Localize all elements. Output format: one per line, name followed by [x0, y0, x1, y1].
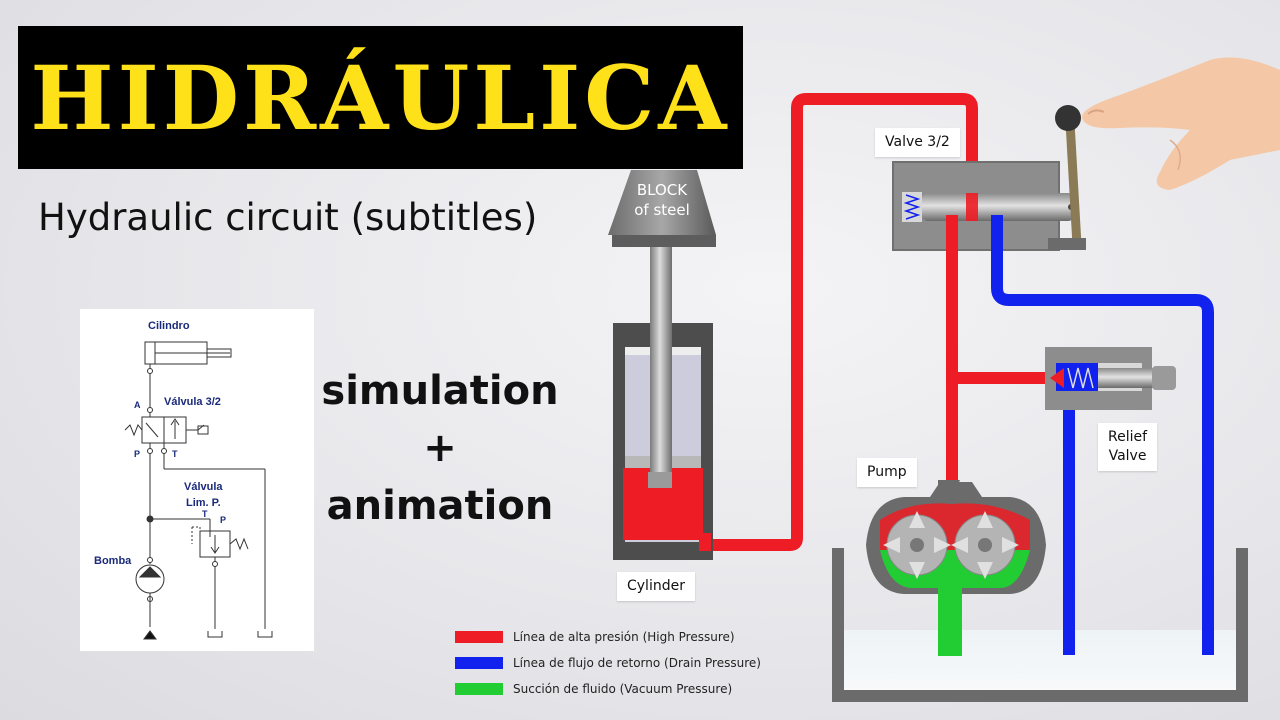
schematic-cylinder-label: Cilindro: [148, 320, 190, 332]
title-banner: HIDRÁULICA: [18, 26, 743, 169]
cylinder-callout: Cylinder: [617, 572, 695, 601]
description-line-3: animation: [326, 483, 554, 529]
relief-callout-line-2: Valve: [1108, 447, 1147, 464]
drain-line-valve: [991, 215, 1214, 655]
high-pressure-line: [690, 93, 978, 551]
block-label-line-1: BLOCK: [636, 181, 688, 199]
legend-label-vacuum: Succión de fluido (Vacuum Pressure): [513, 682, 733, 696]
schematic-valve-label: Válvula 3/2: [164, 396, 221, 408]
legend-label-drain: Línea de flujo de retorno (Drain Pressur…: [513, 656, 761, 670]
schematic-pump-label: Bomba: [94, 555, 132, 567]
schematic-drawing: [124, 341, 273, 640]
block-label: BLOCK of steel: [608, 180, 716, 221]
legend: Línea de alta presión (High Pressure) Lí…: [455, 624, 761, 702]
relief-valve: [1045, 347, 1176, 410]
hand-illustration: [1081, 57, 1280, 191]
schematic-relief-label-1: Válvula: [184, 481, 223, 493]
description-line-2: +: [423, 425, 457, 471]
valve-3-2: [892, 105, 1086, 251]
pump-callout: Pump: [857, 458, 917, 487]
relief-valve-callout: Relief Valve: [1098, 423, 1158, 471]
legend-swatch-high-pressure: [455, 631, 503, 643]
schematic-port-a: A: [134, 400, 141, 410]
tank: [832, 548, 1248, 702]
schematic-relief-label-2: Lim. P.: [186, 497, 221, 509]
legend-swatch-drain: [455, 657, 503, 669]
schematic-port-t: T: [172, 449, 178, 459]
legend-item-drain: Línea de flujo de retorno (Drain Pressur…: [455, 650, 761, 676]
block-label-line-2: of steel: [634, 201, 690, 220]
schematic-relief-port-t: T: [202, 509, 208, 519]
legend-item-high-pressure: Línea de alta presión (High Pressure): [455, 624, 761, 650]
main-title: HIDRÁULICA: [30, 45, 731, 150]
hydraulic-schematic: Cilindro Válvula 3/2 A P T Válvula Lim. …: [80, 309, 314, 651]
schematic-relief-port-p: P: [220, 515, 227, 525]
cylinder: [613, 247, 713, 560]
steel-block: [608, 170, 716, 247]
legend-label-high-pressure: Línea de alta presión (High Pressure): [513, 630, 735, 644]
legend-swatch-vacuum: [455, 683, 503, 695]
relief-callout-line-1: Relief: [1108, 429, 1148, 445]
schematic-port-p: P: [134, 449, 141, 459]
legend-item-vacuum: Succión de fluido (Vacuum Pressure): [455, 676, 761, 702]
subtitle: Hydraulic circuit (subtitles): [38, 196, 538, 239]
description-line-1: simulation: [321, 368, 559, 414]
valve-callout: Valve 3/2: [875, 128, 960, 157]
gear-pump: [866, 480, 1046, 656]
